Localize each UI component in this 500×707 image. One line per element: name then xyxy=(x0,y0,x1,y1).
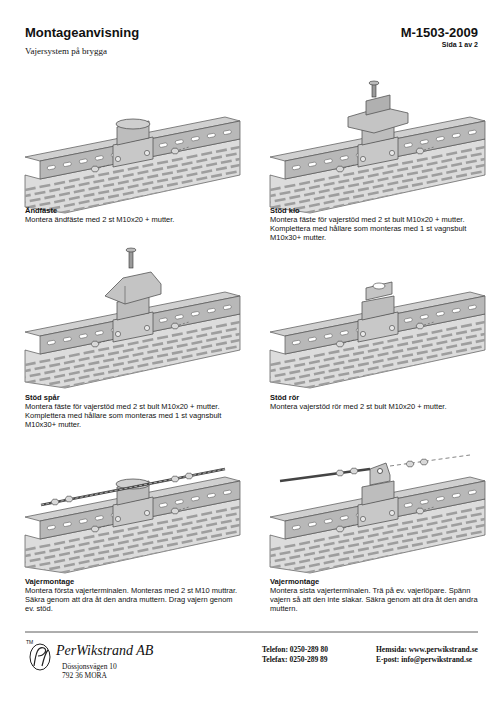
step-heading: Ändfäste xyxy=(25,206,240,215)
step-heading: Stöd spår xyxy=(25,393,240,402)
website: Hemsida: www.perwikstrand.se xyxy=(376,645,496,654)
document-number: M-1503-2009 xyxy=(330,25,478,41)
step-text: Montera vajerstöd rör med 2 st bult M10x… xyxy=(270,402,485,411)
address: 792 36 MORA xyxy=(62,671,212,680)
footer-rule xyxy=(25,632,478,633)
document-title: Montageanvisning xyxy=(25,25,139,41)
dock-illustration xyxy=(15,117,255,222)
company-name: PerWikstrand AB xyxy=(56,643,236,660)
step-heading: Stöd klo xyxy=(270,206,485,215)
dock-illustration xyxy=(15,469,255,582)
step-text: Montera fäste för vajerstöd med 2 st bul… xyxy=(25,402,240,429)
logo-mark xyxy=(30,644,50,670)
dock-illustration xyxy=(260,81,500,222)
trademark: TM xyxy=(26,639,46,645)
subtitle: Vajersystem på brygga xyxy=(25,46,225,57)
dock-illustration xyxy=(260,282,500,397)
step-text: Montera ändfäste med 2 st M10x20 + mutte… xyxy=(25,215,240,224)
dock-illustration xyxy=(15,248,255,397)
step-text: Montera sista vajerterminalen. Trä på ev… xyxy=(270,586,485,613)
email: E-post: info@perwikstrand.se xyxy=(376,655,496,664)
address: Dössjonsvägen 10 xyxy=(62,662,212,671)
step-heading: Vajermontage xyxy=(270,577,485,586)
fax: Telefax: 0250-289 89 xyxy=(262,655,372,664)
phone: Telefon: 0250-289 80 xyxy=(262,645,372,654)
step-text: Montera fäste för vajerstöd med 2 st bul… xyxy=(270,215,485,242)
step-text: Montera första vajerterminalen. Monteras… xyxy=(25,586,240,613)
step-heading: Stöd rör xyxy=(270,393,485,402)
step-heading: Vajermontage xyxy=(25,577,240,586)
dock-illustration xyxy=(260,455,500,582)
page-number: Sida 1 av 2 xyxy=(330,41,478,49)
